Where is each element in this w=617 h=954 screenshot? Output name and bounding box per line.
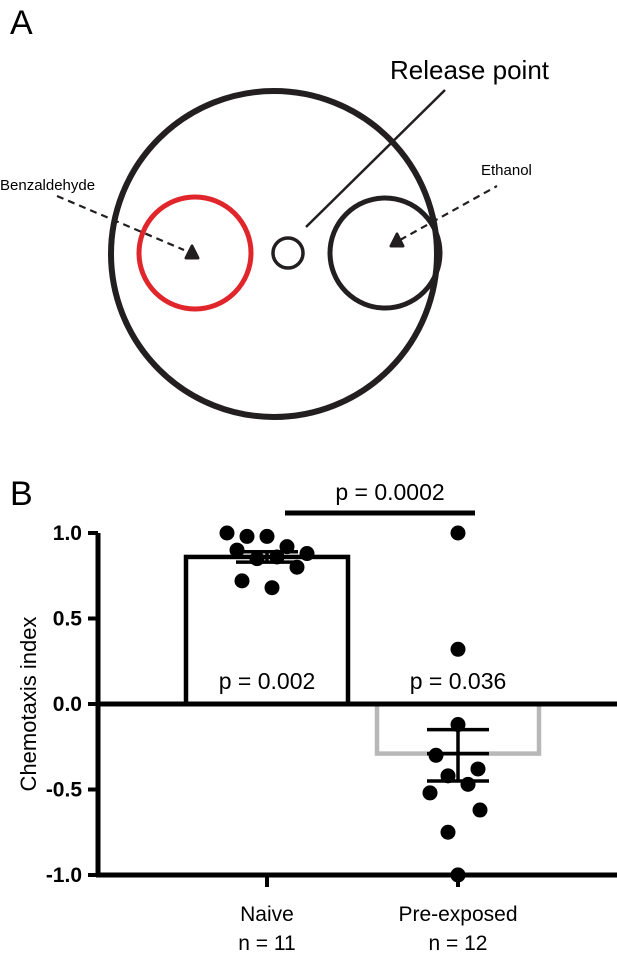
panel-b: B Chemotaxis index 1.0 0.5 0.0 -0.5 -1.0 p =… [10, 475, 617, 954]
data-point [422, 785, 438, 801]
y-tick-label: -1.0 [46, 864, 82, 887]
benzaldehyde-zone [136, 194, 254, 312]
y-axis-title: Chemotaxis index [16, 617, 41, 792]
y-tick-label: 0.0 [53, 693, 82, 716]
panel-a: A Release point Benzaldehyde Ethanol [0, 4, 550, 420]
benzaldehyde-label: Benzaldehyde [0, 177, 95, 194]
between-groups-p-value: p = 0.0002 [335, 479, 444, 505]
naive-p-value: p = 0.002 [219, 668, 316, 694]
chart-errorbars [236, 550, 489, 783]
ethanol-label: Ethanol [481, 162, 532, 179]
data-point [299, 546, 315, 562]
y-ticks: 1.0 0.5 0.0 -0.5 -1.0 [46, 522, 98, 887]
preexposed-category-label: Pre-exposed [398, 903, 517, 926]
data-point [239, 528, 255, 544]
ethanol-pointer-line [399, 185, 498, 241]
data-point [234, 573, 250, 589]
data-point [259, 528, 275, 544]
arena-outer-circle [108, 88, 440, 420]
y-tick-label: 0.5 [53, 608, 83, 631]
data-point [219, 525, 235, 541]
y-tick-label: -0.5 [46, 779, 83, 802]
preexposed-p-value: p = 0.036 [410, 668, 507, 694]
naive-n-label: n = 11 [238, 932, 295, 954]
data-point [470, 761, 486, 777]
panel-b-letter: B [10, 475, 33, 513]
data-point [440, 824, 456, 840]
data-point [264, 580, 280, 596]
release-point-label: Release point [390, 55, 550, 85]
y-tick-label: 1.0 [53, 522, 82, 545]
data-point [450, 641, 466, 657]
naive-category-label: Naive [240, 903, 294, 926]
preexposed-n-label: n = 12 [429, 932, 488, 954]
release-point-circle [271, 236, 305, 270]
data-point [472, 802, 488, 818]
x-ticks [265, 875, 460, 887]
data-point [460, 776, 476, 792]
benzaldehyde-triangle-icon [184, 244, 200, 260]
data-point [450, 525, 466, 541]
panel-a-letter: A [10, 4, 33, 42]
release-pointer-line [305, 89, 446, 228]
ethanol-zone [327, 195, 443, 311]
